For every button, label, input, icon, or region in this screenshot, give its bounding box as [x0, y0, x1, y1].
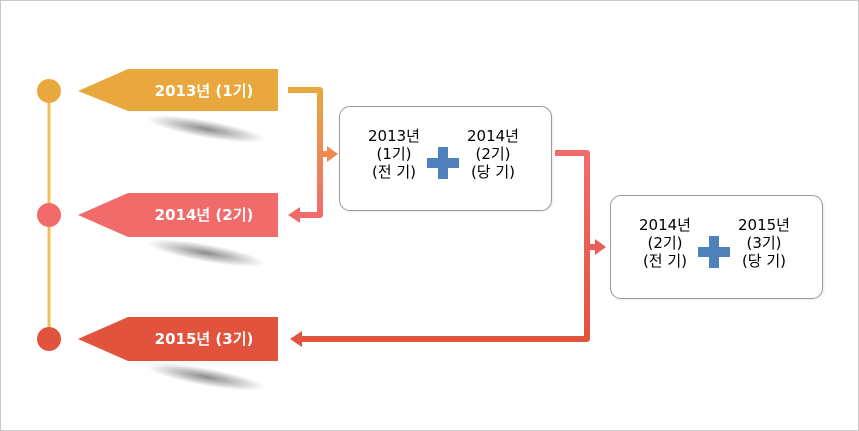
plus-icon: [698, 236, 730, 268]
box2-left-term: 2014년 (2기) (전 기): [629, 216, 701, 270]
timeline-dot-2013: [37, 79, 61, 103]
box2-left-kind: (전 기): [642, 252, 688, 270]
timeline-dot-2015: [37, 327, 61, 351]
box1-left-term: 2013년 (1기) (전 기): [358, 127, 430, 181]
connector-top: [288, 87, 338, 223]
flag-shadows: [146, 115, 266, 391]
box1-left-period: (1기): [376, 145, 412, 163]
box1-right-period: (2기): [475, 145, 511, 163]
box2-right-year: 2015년: [738, 216, 790, 234]
box2-right-term: 2015년 (3기) (당 기): [728, 216, 800, 270]
box1-right-year: 2014년: [467, 127, 519, 145]
box2-right-kind: (당 기): [741, 252, 787, 270]
box1-right-kind: (당 기): [470, 163, 516, 181]
timeline-flag-2015: 2015년 (3기): [78, 317, 278, 361]
box2-left-period: (2기): [647, 234, 683, 252]
arrow-to-box2: [595, 239, 606, 255]
arrow-to-box1: [327, 146, 338, 162]
svg-text:2013년 (1기): 2013년 (1기): [155, 82, 254, 100]
timeline-flag-2014: 2014년 (2기): [78, 193, 278, 237]
timeline-flag-2013: 2013년 (1기): [78, 69, 278, 111]
box2-left-year: 2014년: [639, 216, 691, 234]
box2-right-period: (3기): [746, 234, 782, 252]
svg-text:2014년 (2기): 2014년 (2기): [155, 206, 254, 224]
box1-left-kind: (전 기): [371, 163, 417, 181]
timeline-dot-2014: [37, 203, 61, 227]
box1-left-year: 2013년: [368, 127, 420, 145]
box1-right-term: 2014년 (2기) (당 기): [457, 127, 529, 181]
svg-text:2015년 (3기): 2015년 (3기): [155, 330, 254, 348]
connector-bottom: [290, 150, 606, 347]
plus-icon: [427, 147, 459, 179]
